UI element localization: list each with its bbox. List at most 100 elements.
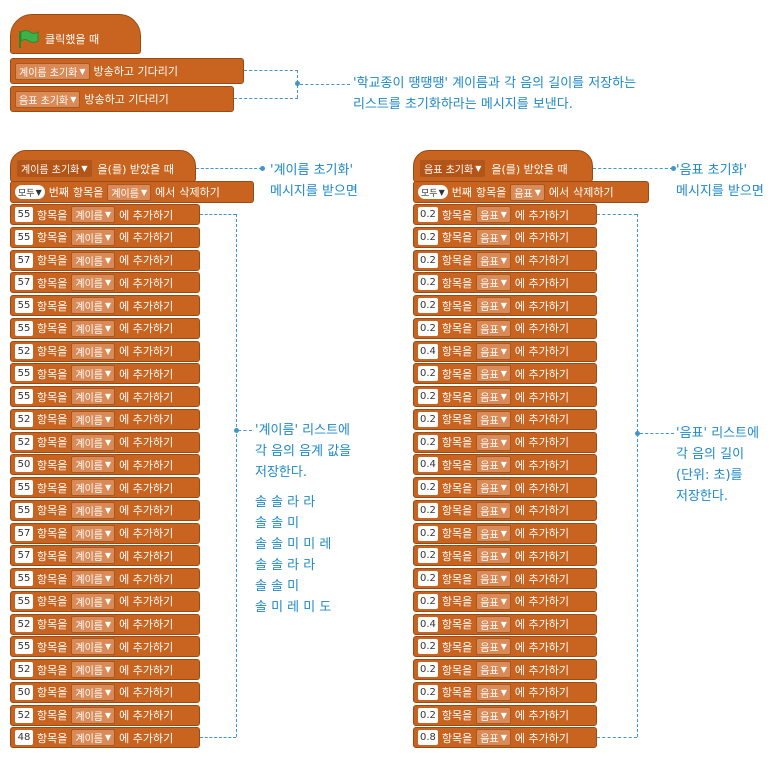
list-dropdown[interactable]: 계이름▼: [71, 501, 116, 519]
item-value-input[interactable]: 55: [15, 480, 33, 495]
list-dropdown[interactable]: 계이름▼: [71, 274, 116, 292]
index-dropdown[interactable]: 모두▼: [15, 185, 45, 199]
item-value-input[interactable]: 52: [15, 662, 33, 677]
list-dropdown[interactable]: 음표▼: [476, 274, 511, 292]
list-dropdown[interactable]: 음표▼: [476, 570, 511, 587]
list-dropdown[interactable]: 음표▼: [476, 388, 511, 405]
list-dropdown[interactable]: 계이름▼: [71, 388, 116, 405]
list-dropdown[interactable]: 음표▼: [476, 501, 511, 519]
when-flag-clicked-hat[interactable]: 클릭했을 때: [10, 14, 141, 54]
list-dropdown[interactable]: 계이름▼: [71, 524, 116, 542]
item-value-input[interactable]: 50: [15, 457, 33, 473]
list-dropdown[interactable]: 음표▼: [510, 183, 545, 201]
item-value-input[interactable]: 0.2: [418, 684, 438, 700]
item-value-input[interactable]: 55: [15, 320, 33, 336]
list-dropdown[interactable]: 음표▼: [476, 297, 511, 314]
item-value-input[interactable]: 0.2: [418, 502, 438, 518]
message-dropdown[interactable]: 계이름 초기화▼: [17, 160, 92, 177]
list-dropdown[interactable]: 음표▼: [476, 547, 511, 565]
item-value-input[interactable]: 55: [15, 389, 33, 404]
list-dropdown[interactable]: 계이름▼: [71, 433, 116, 451]
item-value-input[interactable]: 0.2: [418, 207, 438, 222]
item-value-input[interactable]: 55: [15, 298, 33, 313]
list-dropdown[interactable]: 음표▼: [476, 365, 511, 383]
item-value-input[interactable]: 55: [15, 366, 33, 382]
list-dropdown[interactable]: 계이름▼: [71, 342, 116, 360]
when-i-receive-hat[interactable]: 음표 초기화▼ 을(를) 받았을 때: [413, 150, 593, 182]
item-value-input[interactable]: 0.2: [418, 571, 438, 586]
item-value-input[interactable]: 0.4: [418, 457, 438, 473]
broadcast-message-dropdown[interactable]: 음표 초기화▼: [15, 90, 81, 108]
delete-item-block[interactable]: 모두▼ 번째 항목을 계이름▼ 에서 삭제하기: [10, 181, 254, 203]
list-dropdown[interactable]: 계이름▼: [71, 683, 116, 701]
list-dropdown[interactable]: 계이름▼: [71, 570, 116, 587]
item-value-input[interactable]: 52: [15, 411, 33, 427]
item-value-input[interactable]: 0.2: [418, 320, 438, 336]
list-dropdown[interactable]: 음표▼: [476, 683, 511, 701]
item-value-input[interactable]: 0.2: [418, 252, 438, 268]
broadcast-message-dropdown[interactable]: 계이름 초기화▼: [15, 62, 90, 80]
item-value-input[interactable]: 57: [15, 548, 33, 564]
item-value-input[interactable]: 57: [15, 252, 33, 268]
item-value-input[interactable]: 0.2: [418, 275, 438, 291]
list-dropdown[interactable]: 음표▼: [476, 479, 511, 496]
broadcast-and-wait-block[interactable]: 계이름 초기화▼ 방송하고 기다리기: [10, 58, 244, 84]
list-dropdown[interactable]: 음표▼: [476, 206, 511, 223]
list-dropdown[interactable]: 계이름▼: [71, 365, 116, 383]
list-dropdown[interactable]: 음표▼: [476, 342, 511, 360]
list-dropdown[interactable]: 음표▼: [476, 410, 511, 428]
item-value-input[interactable]: 55: [15, 502, 33, 518]
list-dropdown[interactable]: 음표▼: [476, 615, 511, 633]
item-value-input[interactable]: 0.2: [418, 662, 438, 677]
list-dropdown[interactable]: 음표▼: [476, 592, 511, 610]
item-value-input[interactable]: 57: [15, 275, 33, 291]
item-value-input[interactable]: 52: [15, 707, 33, 723]
item-value-input[interactable]: 0.2: [418, 389, 438, 404]
list-dropdown[interactable]: 음표▼: [476, 319, 511, 337]
list-dropdown[interactable]: 계이름▼: [71, 729, 116, 747]
index-dropdown[interactable]: 모두▼: [418, 185, 448, 199]
list-dropdown[interactable]: 계이름▼: [71, 479, 116, 496]
item-value-input[interactable]: 55: [15, 639, 33, 655]
list-dropdown[interactable]: 계이름▼: [71, 592, 116, 610]
list-dropdown[interactable]: 계이름▼: [71, 297, 116, 314]
list-dropdown[interactable]: 계이름▼: [71, 251, 116, 269]
item-value-input[interactable]: 0.2: [418, 434, 438, 450]
item-value-input[interactable]: 52: [15, 434, 33, 450]
item-value-input[interactable]: 0.2: [418, 229, 438, 245]
list-dropdown[interactable]: 음표▼: [476, 661, 511, 678]
list-dropdown[interactable]: 음표▼: [476, 706, 511, 724]
when-i-receive-hat[interactable]: 계이름 초기화▼ 을(를) 받았을 때: [10, 150, 196, 182]
list-dropdown[interactable]: 계이름▼: [71, 615, 116, 633]
message-dropdown[interactable]: 음표 초기화▼: [420, 160, 486, 177]
list-dropdown[interactable]: 계이름▼: [71, 456, 116, 474]
item-value-input[interactable]: 52: [15, 343, 33, 359]
